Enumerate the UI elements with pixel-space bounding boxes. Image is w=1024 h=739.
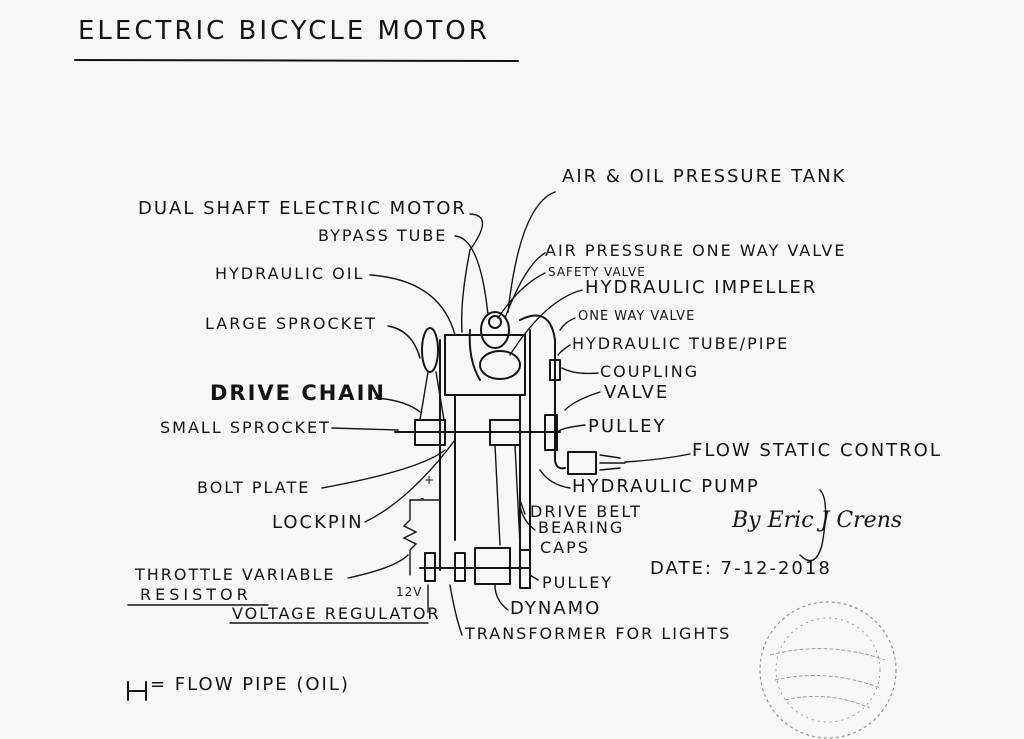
label-hydraulic-pump: HYDRAULIC PUMP bbox=[572, 476, 760, 497]
leader-small-sprocket bbox=[331, 427, 399, 431]
safety-valve-shape bbox=[488, 315, 502, 329]
label-one-way-valve: ONE WAY VALVE bbox=[578, 309, 696, 324]
signature: By Eric J Crens bbox=[732, 508, 903, 533]
leader-belt bbox=[519, 499, 526, 515]
dynamo-shape bbox=[474, 547, 511, 585]
leader-air-valve bbox=[504, 252, 546, 319]
label-small-sprocket: SMALL SPROCKET bbox=[160, 418, 331, 437]
leader-large-sprocket bbox=[387, 325, 421, 359]
leader-bolt-plate bbox=[321, 449, 446, 489]
leader-pulley-bottom bbox=[529, 574, 539, 581]
label-12v: 12V bbox=[396, 585, 423, 599]
bearing-block bbox=[454, 552, 466, 582]
label-coupling: COUPLING bbox=[600, 362, 700, 381]
label-large-sprocket: LARGE SPROCKET bbox=[205, 314, 377, 333]
label-air-oil-tank: AIR & OIL PRESSURE TANK bbox=[562, 166, 847, 187]
legend-pipe-symbol bbox=[127, 681, 147, 701]
signature-flourish bbox=[799, 489, 827, 562]
leader-pump bbox=[539, 469, 571, 489]
label-flow-static: FLOW STATIC CONTROL bbox=[692, 440, 942, 461]
leader-tank bbox=[507, 191, 556, 313]
label-hydraulic-impeller: HYDRAULIC IMPELLER bbox=[585, 277, 818, 298]
leader-impeller bbox=[509, 289, 583, 356]
leader-safety bbox=[497, 272, 546, 319]
leader-bearing bbox=[519, 504, 536, 531]
flow-control-box bbox=[567, 451, 597, 475]
label-bypass-tube: BYPASS TUBE bbox=[318, 226, 448, 245]
label-drive-chain: DRIVE CHAIN bbox=[210, 381, 386, 405]
leader-throttle bbox=[347, 554, 409, 579]
leader-motor bbox=[460, 213, 484, 333]
motor-housing bbox=[444, 334, 526, 396]
pump-pulley-shape bbox=[544, 414, 558, 451]
label-pulley-bottom: PULLEY bbox=[542, 573, 614, 592]
label-safety-valve: SAFETY VALVE bbox=[548, 265, 646, 279]
label-dynamo: DYNAMO bbox=[510, 598, 602, 619]
leader-lockpin bbox=[364, 439, 456, 523]
leader-bypass bbox=[454, 235, 489, 316]
large-sprocket-shape bbox=[421, 327, 439, 373]
label-voltage-regulator: VOLTAGE REGULATOR bbox=[232, 604, 441, 623]
leader-pulley-top bbox=[557, 424, 586, 433]
pulley-bottom-shape bbox=[519, 549, 531, 589]
leader-one-way bbox=[559, 317, 576, 331]
leader-transformer bbox=[449, 584, 463, 636]
label-date: DATE: 7-12-2018 bbox=[650, 558, 832, 579]
label-hydraulic-oil: HYDRAULIC OIL bbox=[215, 264, 365, 283]
label-minus: - bbox=[420, 491, 426, 505]
pressure-tank-shape bbox=[480, 311, 510, 349]
resistor-zigzag bbox=[402, 499, 418, 576]
leader-dynamo bbox=[494, 584, 509, 611]
leader-flow-static bbox=[624, 453, 691, 463]
drive-chain-lines bbox=[419, 371, 445, 421]
leader-tube bbox=[557, 344, 571, 356]
label-throttle: THROTTLE VARIABLE bbox=[135, 565, 336, 584]
label-air-valve: AIR PRESSURE ONE WAY VALVE bbox=[545, 241, 847, 260]
label-dual-shaft-motor: DUAL SHAFT ELECTRIC MOTOR bbox=[138, 198, 467, 219]
label-hydraulic-tube: HYDRAULIC TUBE/PIPE bbox=[572, 334, 790, 353]
leader-oil bbox=[369, 274, 456, 336]
label-bearing: BEARING bbox=[538, 518, 625, 537]
drive-belt-lines bbox=[494, 444, 521, 546]
label-bolt-plate: BOLT PLATE bbox=[197, 478, 311, 497]
seal-stamp bbox=[759, 601, 897, 739]
regulator-block bbox=[424, 552, 436, 582]
flow-control-lines bbox=[599, 454, 626, 471]
label-plus: + bbox=[424, 473, 436, 487]
hydraulic-tube-shape bbox=[519, 314, 566, 470]
label-pulley-top: PULLEY bbox=[588, 416, 667, 437]
diagram-title: ELECTRIC BICYCLE MOTOR bbox=[78, 16, 490, 46]
impeller-shape bbox=[479, 350, 521, 380]
pulley-top-shape bbox=[489, 419, 521, 446]
label-transformer: TRANSFORMER FOR LIGHTS bbox=[465, 624, 732, 643]
label-lockpin: LOCKPIN bbox=[272, 512, 364, 533]
legend-text: = FLOW PIPE (OIL) bbox=[150, 674, 350, 695]
leader-valve bbox=[564, 391, 601, 411]
bypass-tube-shape bbox=[468, 329, 481, 381]
label-resistor: RESISTOR bbox=[140, 585, 252, 604]
label-caps: CAPS bbox=[540, 538, 590, 557]
label-valve: VALVE bbox=[604, 382, 670, 403]
leader-coupling bbox=[561, 367, 599, 375]
coupling-shape bbox=[549, 359, 561, 381]
title-underline bbox=[74, 59, 519, 62]
leader-drive-chain bbox=[374, 397, 421, 413]
label-drive-belt: DRIVE BELT bbox=[530, 502, 642, 521]
